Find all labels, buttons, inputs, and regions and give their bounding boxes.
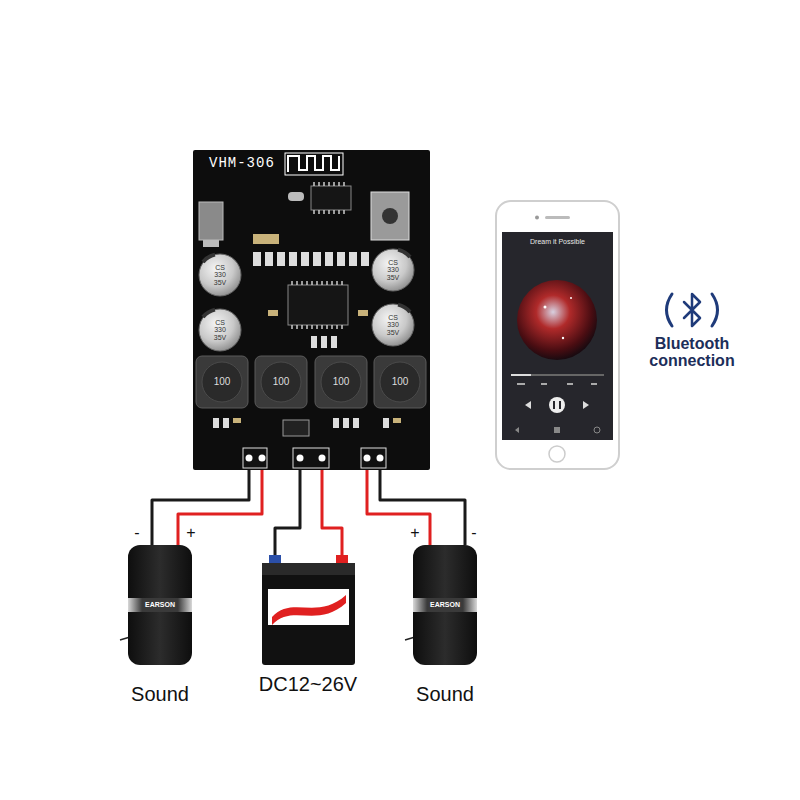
polarity-mark: - — [134, 524, 139, 542]
speaker-label: Sound — [416, 683, 474, 706]
song-title: Dream it Possible — [502, 238, 613, 245]
battery: DC12~26V — [262, 555, 355, 665]
board-model: VHM-306 — [209, 155, 275, 171]
speaker-label: Sound — [131, 683, 189, 706]
wire — [152, 470, 249, 545]
wire — [275, 470, 300, 555]
capacitor-marking: CS 330 35V — [382, 314, 404, 336]
brand-text: EARSON — [128, 598, 192, 612]
board-art — [193, 150, 430, 470]
wire — [178, 470, 262, 545]
phone: Dream it Possible — [495, 200, 620, 470]
inductor-value: 100 — [333, 376, 350, 387]
brand-text: EARSON — [413, 598, 477, 612]
capacitor-marking: CS 330 35V — [209, 264, 231, 286]
wire — [367, 470, 430, 545]
speaker: EARSONSound — [413, 545, 477, 665]
inductor-value: 100 — [273, 376, 290, 387]
polarity-mark: + — [410, 524, 419, 542]
speaker: EARSONSound — [128, 545, 192, 665]
polarity-mark: + — [186, 524, 195, 542]
polarity-mark: - — [471, 524, 476, 542]
battery-art — [262, 555, 355, 665]
capacitor-marking: CS 330 35V — [209, 319, 231, 341]
wire — [322, 470, 342, 555]
inductor-value: 100 — [392, 376, 409, 387]
capacitor-marking: CS 330 35V — [382, 259, 404, 281]
voltage-label: DC12~26V — [259, 673, 357, 696]
inductor-value: 100 — [214, 376, 231, 387]
bluetooth-symbol — [667, 294, 718, 326]
bluetooth-label: Bluetooth connection — [632, 336, 752, 370]
amplifier-board: VHM-306 — [193, 150, 430, 470]
wire — [380, 470, 465, 545]
